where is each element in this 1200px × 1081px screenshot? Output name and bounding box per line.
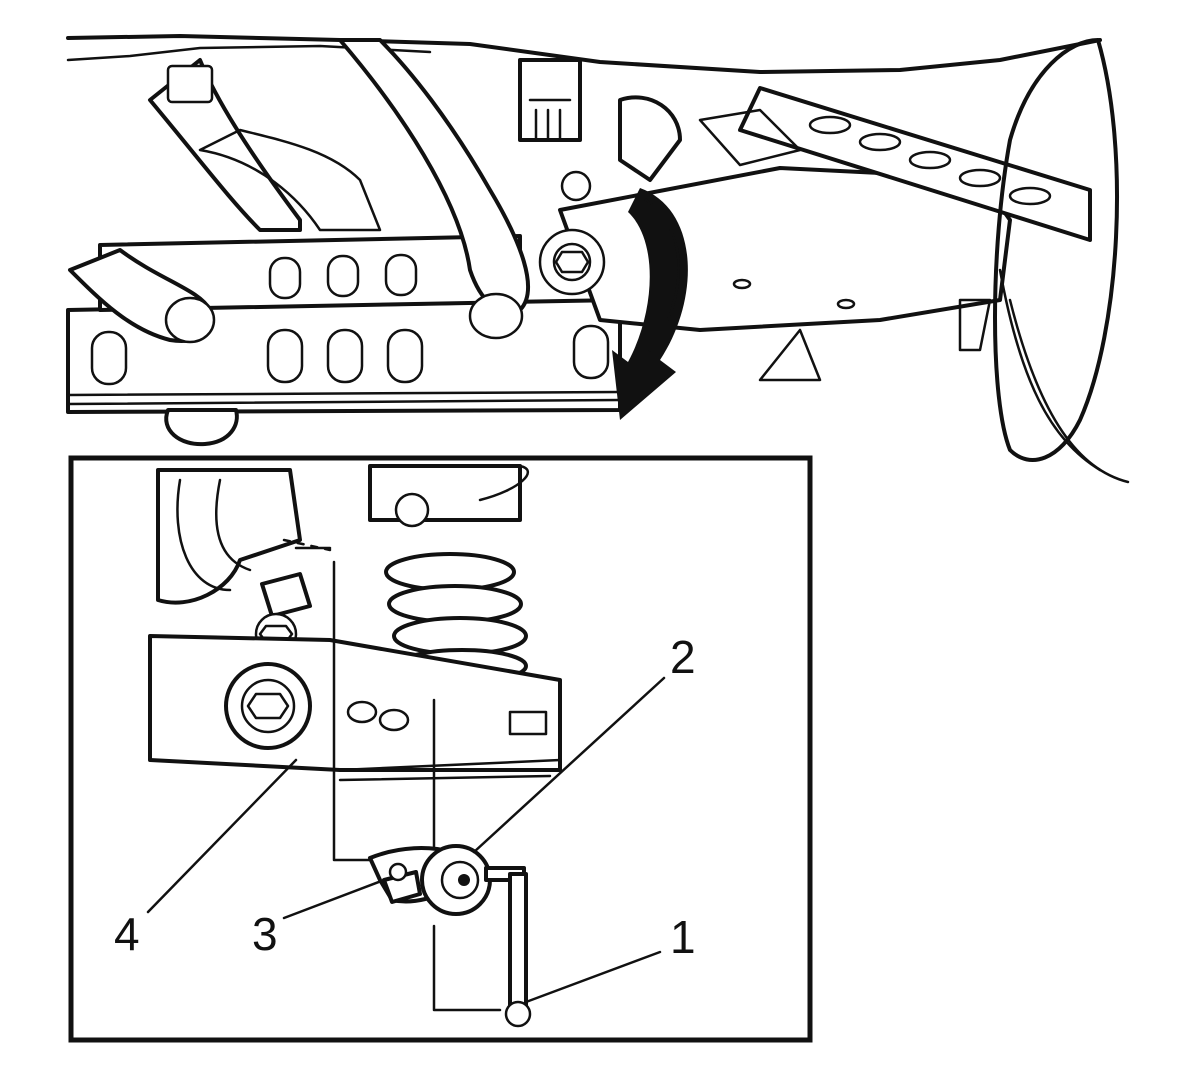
callout-4: 4: [114, 908, 140, 960]
leader-line-3: [282, 878, 386, 920]
leader-line-2: [472, 676, 666, 854]
callout-3: 3: [252, 908, 278, 960]
detail-inset: [68, 455, 813, 1043]
link-line-left: [332, 560, 372, 862]
overview-view: [66, 34, 1130, 484]
sensor-link-rod: [484, 866, 532, 1028]
rear-wheel: [993, 38, 1120, 462]
callout-1: 1: [670, 911, 696, 963]
coil-spring: [368, 464, 529, 684]
arm-bushing-bolt: [224, 662, 312, 750]
connector: [260, 572, 312, 618]
arm-bolt-overview: [538, 170, 606, 296]
crossmember-slots: [90, 324, 610, 386]
leader-line-1: [524, 950, 662, 1004]
callout-2: 2: [670, 631, 696, 683]
leader-line-4: [146, 758, 298, 914]
ride-height-sensor: [368, 844, 492, 916]
curved-arrow-icon: [612, 188, 688, 420]
